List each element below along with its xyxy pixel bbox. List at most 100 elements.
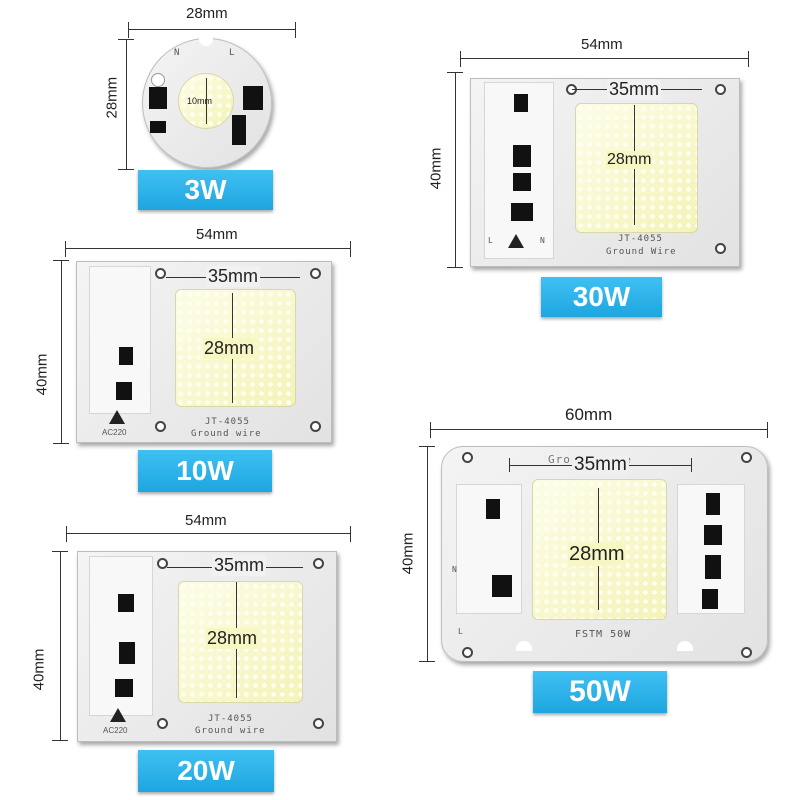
board-notch (516, 641, 532, 651)
led-height-label: 28mm (568, 543, 626, 566)
height-dimension-line (427, 446, 428, 662)
cob-led-chip (532, 479, 667, 620)
power-badge-3w: 3W (138, 170, 273, 210)
pin-n-label: N (174, 48, 181, 58)
height-tick-top (53, 260, 69, 261)
mounting-hole (462, 452, 473, 463)
mounting-hole (310, 421, 321, 432)
ground-wire-label: Ground wire (191, 429, 262, 439)
mounting-hole (715, 243, 726, 254)
height-label: 28mm (103, 76, 121, 119)
led-dim-line (206, 78, 207, 124)
mounting-hole (741, 647, 752, 658)
rectifier (116, 382, 132, 400)
height-label: 40mm (33, 353, 51, 396)
width-tick-right (748, 51, 749, 67)
height-tick-bottom (118, 169, 134, 170)
width-dimension-line (460, 58, 749, 59)
rectifier-right (232, 115, 246, 145)
width-label: 54mm (185, 512, 227, 529)
width-label: 28mm (186, 5, 228, 22)
led-height-label: 28mm (606, 151, 653, 169)
mounting-hole (310, 268, 321, 279)
model-label: JT-4055 (208, 714, 253, 724)
driver-ic (513, 173, 531, 191)
driver-ic (514, 94, 528, 112)
rectifier (115, 679, 133, 697)
height-dimension-line (61, 260, 62, 444)
height-tick-bottom (52, 740, 68, 741)
width-dimension-line (66, 533, 351, 534)
width-tick-right (350, 241, 351, 257)
model-label: JT-4055 (205, 417, 250, 427)
led-width-tick-right (691, 458, 692, 472)
width-dimension-line (65, 248, 351, 249)
driver-ic (118, 594, 134, 612)
driver-ic (702, 589, 718, 609)
height-dimension-line (455, 72, 456, 268)
width-label: 54mm (581, 36, 623, 53)
mounting-hole (155, 268, 166, 279)
driver-ic (119, 347, 133, 365)
mounting-hole (157, 558, 168, 569)
width-dimension-line (430, 429, 768, 430)
led-width-label: 35mm (572, 454, 629, 476)
width-tick-left (430, 422, 431, 438)
width-tick-left (65, 241, 66, 257)
height-label: 40mm (399, 532, 417, 575)
led-height-label: 28mm (206, 628, 259, 649)
board-notch (677, 641, 693, 651)
led-width-label: 35mm (212, 555, 267, 576)
height-dimension-line (60, 551, 61, 741)
width-tick-right (767, 422, 768, 438)
width-label: 60mm (565, 405, 613, 424)
height-dimension-line (126, 39, 127, 170)
width-tick-right (295, 22, 296, 38)
voltage-label: AC220 (103, 726, 128, 735)
ground-wire-label: Ground Wire (606, 247, 677, 257)
pin-n-label: N (540, 236, 546, 245)
led-height-label: 28mm (203, 338, 256, 359)
driver-ic (513, 145, 531, 167)
width-tick-left (66, 526, 67, 542)
power-badge-10w: 10W (138, 450, 272, 492)
mounting-hole (313, 558, 324, 569)
mounting-hole (313, 718, 324, 729)
led-width-label: 35mm (607, 79, 662, 100)
driver-ic-left (149, 87, 167, 109)
pin-l-label: L (488, 236, 494, 245)
rectifier (511, 203, 533, 221)
warning-icon (110, 708, 126, 722)
rectifier-left (150, 121, 166, 133)
pin-l-label: L (229, 48, 236, 58)
led-width-tick-left (509, 458, 510, 472)
height-tick-bottom (447, 267, 463, 268)
height-tick-bottom (419, 661, 435, 662)
driver-ic (486, 499, 500, 519)
model-label: JT-4055 (618, 234, 663, 244)
warning-icon (508, 234, 524, 248)
driver-ic-right (243, 86, 263, 110)
pin-n-label: N (452, 565, 458, 574)
rectifier (492, 575, 512, 597)
width-label: 54mm (196, 226, 238, 243)
driver-ic (706, 493, 720, 515)
led-size-label: 10mm (187, 96, 213, 106)
height-tick-bottom (53, 443, 69, 444)
mounting-hole (462, 647, 473, 658)
power-badge-20w: 20W (138, 750, 274, 792)
height-tick-top (52, 551, 68, 552)
width-tick-left (128, 22, 129, 38)
width-dimension-line (128, 29, 296, 30)
height-label: 40mm (427, 147, 445, 190)
height-tick-top (419, 446, 435, 447)
width-tick-right (350, 526, 351, 542)
power-badge-50w: 50W (533, 671, 667, 713)
mounting-hole (151, 73, 165, 87)
pin-l-label: L (458, 627, 464, 636)
driver-ic (704, 525, 722, 545)
led-width-label: 35mm (206, 266, 261, 287)
mounting-hole (715, 84, 726, 95)
model-label: FSTM 50W (575, 629, 632, 640)
voltage-label: AC220 (102, 428, 127, 437)
